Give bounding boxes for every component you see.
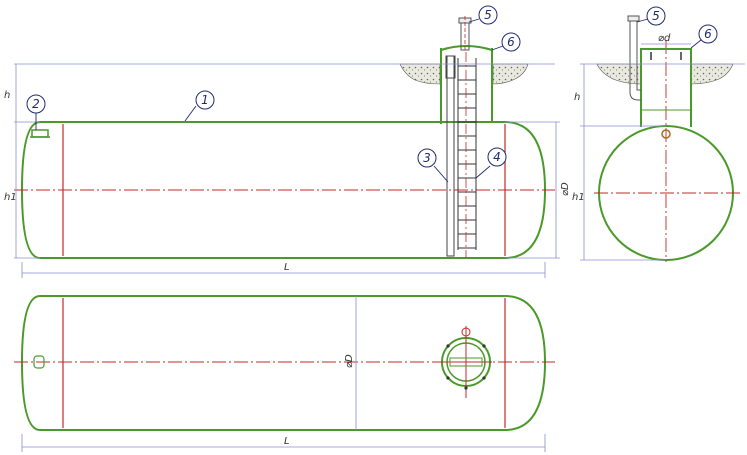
side-length-label: L — [284, 262, 290, 273]
side-lower-height-label: h1 — [4, 192, 17, 203]
end-cover-hooks — [650, 52, 682, 60]
callout-1: 1 — [184, 90, 215, 122]
plan-manhole-bar — [449, 357, 483, 367]
plan-view: L ⌀D — [14, 295, 555, 452]
callout-5: 5 — [468, 5, 498, 25]
ladder-rungs — [458, 65, 476, 249]
tank-body-plan — [20, 295, 547, 431]
end-vent-pipe-inner — [636, 20, 641, 91]
side-diameter-label: ⌀D — [560, 182, 571, 196]
end-callout-5: 5 — [636, 6, 666, 26]
side-height-label: h — [4, 90, 10, 101]
inner-tube-top — [445, 55, 456, 79]
svg-text:4: 4 — [493, 150, 501, 164]
ground-soil-right — [492, 63, 529, 85]
plan-vent — [461, 327, 471, 337]
end-callout-6: 6 — [690, 24, 718, 49]
end-neck-diameter-label: ⌀d — [658, 33, 671, 44]
end-ground-left — [596, 63, 642, 85]
fitting-2 — [31, 129, 49, 138]
svg-text:3: 3 — [423, 151, 431, 165]
svg-text:5: 5 — [484, 8, 492, 22]
end-fitting — [661, 129, 671, 139]
svg-text:6: 6 — [507, 35, 515, 49]
end-view: h h1 ⌀d 5 6 — [572, 6, 745, 262]
callout-3: 3 — [417, 148, 449, 183]
svg-text:2: 2 — [32, 97, 40, 111]
svg-text:1: 1 — [201, 93, 209, 107]
end-lower-height-label: h1 — [572, 192, 585, 203]
plan-manhole-bolts — [446, 344, 486, 390]
plan-length-label: L — [284, 436, 290, 447]
callout-2: 2 — [26, 94, 46, 130]
side-view: h h1 L ⌀D 1 2 3 4 5 — [4, 5, 571, 278]
end-vent-cap — [627, 15, 640, 22]
plan-diameter-label: ⌀D — [344, 354, 355, 368]
callout-4: 4 — [475, 147, 507, 179]
inner-tube — [446, 55, 455, 257]
callout-6: 6 — [491, 32, 521, 52]
plan-fitting-2 — [33, 355, 45, 369]
svg-text:5: 5 — [652, 9, 660, 23]
neck-cover — [440, 45, 493, 51]
end-dimensions — [580, 43, 745, 261]
end-vent-pipe — [629, 20, 641, 101]
end-height-label: h — [574, 92, 580, 103]
end-ground-right — [690, 63, 734, 85]
side-dimensions — [14, 63, 560, 278]
svg-text:6: 6 — [704, 27, 712, 41]
ground-soil-left — [399, 63, 441, 85]
plan-dimensions — [21, 296, 546, 452]
